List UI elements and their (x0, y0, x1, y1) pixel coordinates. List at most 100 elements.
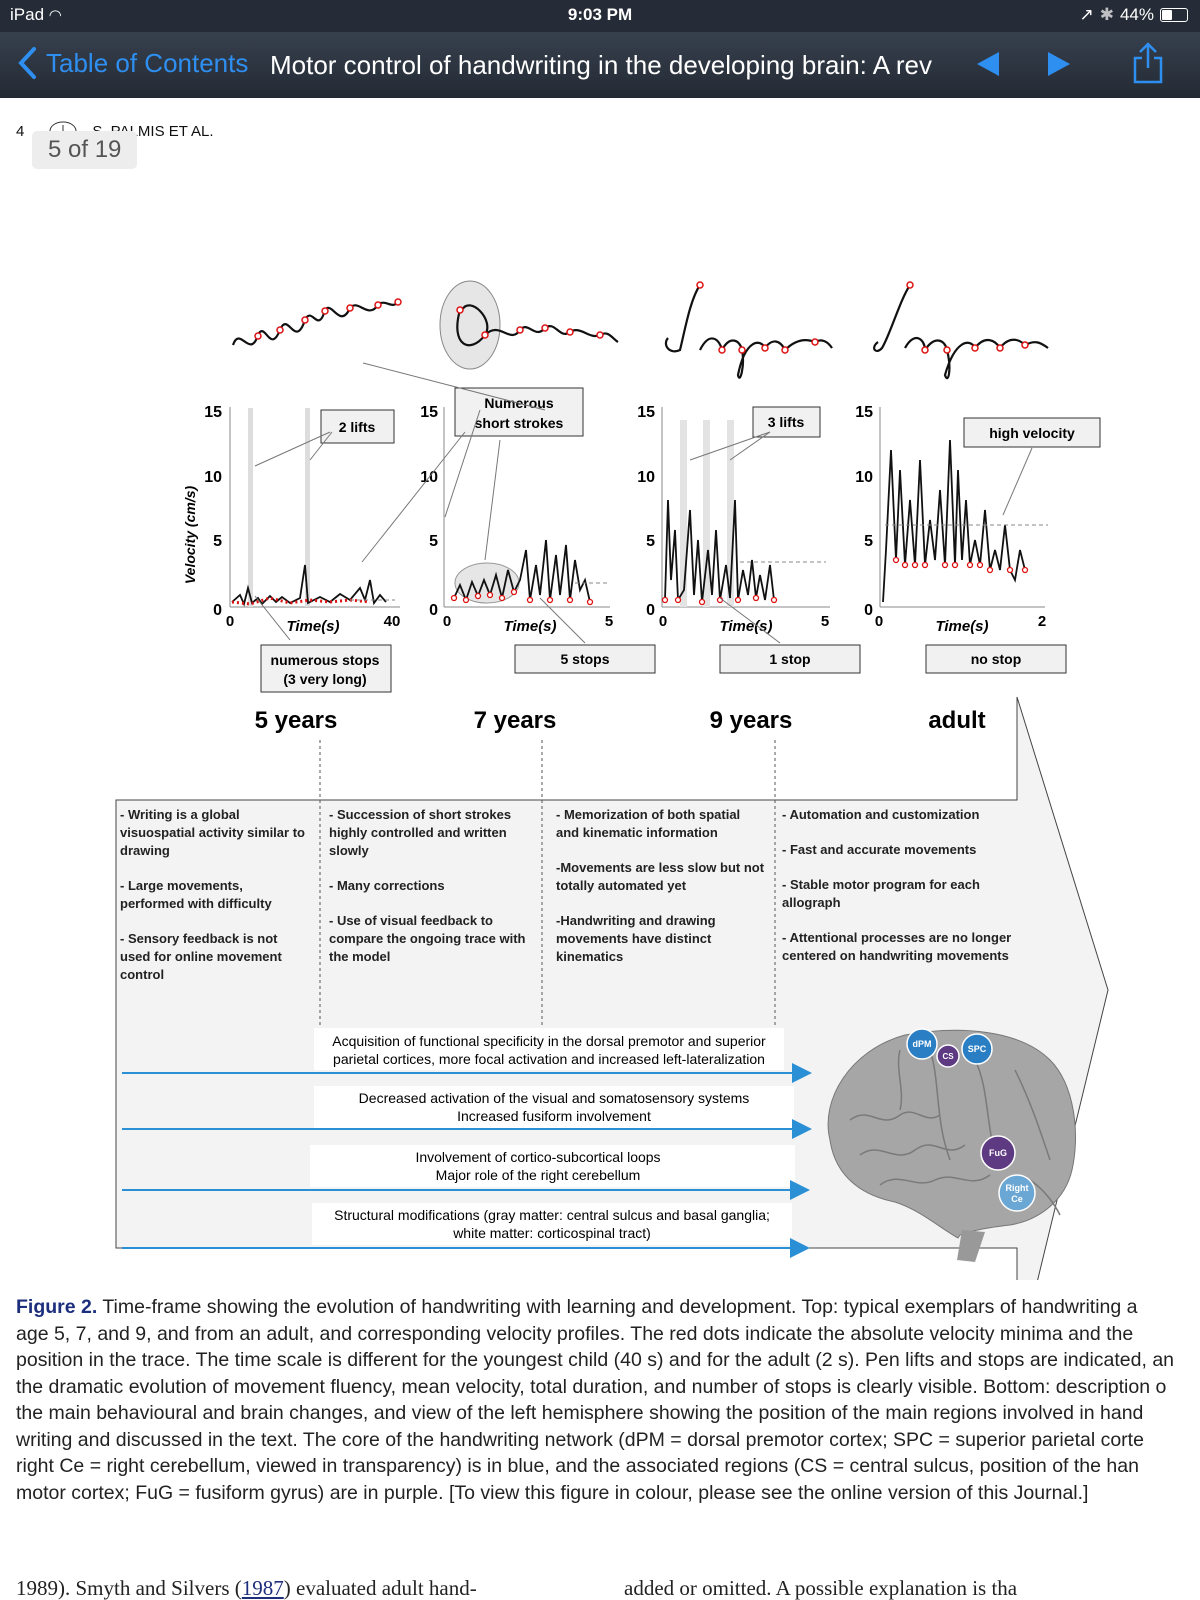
caption-line: the dramatic evolution of movement fluen… (16, 1375, 1167, 1398)
x-axis-label: Time(s) (935, 618, 988, 635)
caption-label: Figure 2. (16, 1296, 98, 1318)
svg-text:Major role of the right cerebe: Major role of the right cerebellum (436, 1167, 641, 1183)
brain-change-arrow-2: Decreased activation of the visual and s… (122, 1086, 812, 1139)
y-tick-0: 0 (213, 602, 222, 619)
svg-text:-Handwriting and drawing: -Handwriting and drawing (556, 913, 716, 928)
stops-note-line1: numerous stops (271, 652, 380, 668)
x-tick-0: 0 (443, 613, 451, 630)
description-col-3: - Memorization of both spatial and kinem… (556, 807, 765, 964)
svg-text:- Succession of short strokes: - Succession of short strokes (329, 807, 511, 822)
svg-text:slowly: slowly (329, 843, 370, 858)
description-col-2: - Succession of short strokes highly con… (329, 807, 526, 964)
previous-page-icon[interactable] (975, 50, 1001, 78)
y-tick-max: 15 (420, 404, 438, 421)
device-name: iPad (10, 5, 45, 24)
next-page-icon[interactable] (1046, 50, 1072, 78)
cs-region-marker (936, 1044, 960, 1068)
svg-text:- Sensory feedback is not: - Sensory feedback is not (120, 931, 278, 946)
stops-note: 1 stop (769, 651, 810, 667)
caption-line: the main behavioural and brain changes, … (16, 1402, 1144, 1424)
battery-icon (1160, 8, 1188, 22)
velocity-panel-5y: 15 10 5 0 0 40 Time(s) 2 lifts numerous … (204, 404, 401, 693)
svg-text:used for online movement: used for online movement (120, 949, 282, 964)
y-tick-10: 10 (855, 469, 873, 486)
document-page[interactable]: 4 S. PALMIS ET AL. 5 of 19 Velocit (0, 98, 1200, 1600)
svg-text:Structural modifications (gray: Structural modifications (gray matter: c… (334, 1207, 770, 1223)
y-tick-5: 5 (864, 533, 873, 550)
svg-text:performed with difficulty: performed with difficulty (120, 896, 272, 911)
svg-text:- Fast and accurate movements: - Fast and accurate movements (782, 842, 976, 857)
page-number: 4 (16, 122, 25, 140)
svg-text:Decreased activation of the vi: Decreased activation of the visual and s… (359, 1090, 750, 1106)
x-tick-0: 0 (659, 613, 667, 630)
caption-line: position in the trace. The time scale is… (16, 1349, 1175, 1371)
svg-text:- Stable motor program for eac: - Stable motor program for each (782, 877, 980, 892)
connector-lines (254, 362, 1033, 644)
svg-text:kinematics: kinematics (556, 949, 623, 964)
x-tick-0: 0 (226, 613, 234, 630)
x-tick-0: 0 (875, 613, 883, 630)
lifts-note: 3 lifts (768, 414, 805, 430)
svg-text:- Writing is a global: - Writing is a global (120, 807, 240, 822)
svg-text:Acquisition of functional spec: Acquisition of functional specificity in… (332, 1033, 766, 1049)
citation-link[interactable]: 1987 (241, 1576, 284, 1600)
x-axis-label: Time(s) (719, 618, 772, 635)
y-tick-0: 0 (864, 602, 873, 619)
brain-change-arrow-3: Involvement of cortico-subcortical loops… (122, 1145, 810, 1200)
cs-label: CS (942, 1052, 954, 1061)
svg-text:visuospatial activity similar: visuospatial activity similar to (120, 825, 305, 840)
stops-note-line2: (3 very long) (283, 671, 366, 687)
description-col-1: - Writing is a global visuospatial activ… (120, 807, 305, 982)
svg-text:movements have distinct: movements have distinct (556, 931, 712, 946)
device-label: iPad ◠ (10, 5, 62, 25)
right-cerebellum-marker (998, 1174, 1036, 1212)
spc-region-marker (961, 1033, 993, 1065)
back-button[interactable]: Table of Contents (16, 46, 248, 80)
x-tick-end: 40 (384, 613, 401, 630)
svg-text:- Use of visual feedback to: - Use of visual feedback to (329, 913, 493, 928)
bluetooth-icon: ✱ (1099, 5, 1114, 24)
svg-text:highly controlled and written: highly controlled and written (329, 825, 507, 840)
clock: 9:03 PM (567, 5, 633, 24)
age-label-9: 9 years (710, 707, 793, 734)
y-tick-0: 0 (429, 602, 438, 619)
svg-text:- Large movements,: - Large movements, (120, 878, 243, 893)
x-tick-end: 5 (821, 613, 829, 630)
y-tick-5: 5 (429, 533, 438, 550)
stops-note: no stop (971, 651, 1022, 667)
handwriting-sample-adult (873, 284, 1049, 380)
y-tick-10: 10 (204, 469, 222, 486)
page-indicator: 5 of 19 (32, 131, 138, 169)
y-tick-max: 15 (855, 404, 873, 421)
velocity-panel-adult: 15 10 5 0 0 2 Time(s) high velocity no s… (855, 404, 1101, 674)
caption-line: age 5, 7, and 9, and from an adult, and … (16, 1322, 1134, 1345)
svg-text:allograph: allograph (782, 895, 841, 910)
body-text-right: added or omitted. A possible explanation… (624, 1576, 1018, 1600)
chevron-left-icon (18, 47, 36, 79)
column-separators (319, 740, 776, 1028)
svg-text:parietal cortices, more focal: parietal cortices, more focal activation… (333, 1051, 765, 1067)
svg-text:white matter: corticospinal tr: white matter: corticospinal tract) (452, 1225, 651, 1241)
status-right: ↗ ✱ 44% (1079, 5, 1188, 25)
battery-percent: 44% (1119, 5, 1154, 24)
share-icon[interactable] (1132, 42, 1164, 84)
age-label-adult: adult (928, 707, 985, 734)
status-bar: iPad ◠ 9:03 PM ↗ ✱ 44% (0, 0, 1200, 32)
svg-text:control: control (120, 967, 164, 982)
handwriting-samples (231, 280, 1049, 380)
velocity-note: high velocity (989, 425, 1075, 441)
location-icon: ↗ (1079, 5, 1094, 24)
y-tick-10: 10 (637, 469, 655, 486)
handwriting-sample-9y (664, 284, 833, 379)
velocity-panel-7y: 15 10 5 0 0 5 Time(s) Numerous short str… (420, 387, 656, 674)
age-label-5: 5 years (255, 707, 338, 734)
svg-text:the model: the model (329, 949, 390, 964)
caption-line: right Ce = right cerebellum, viewed in t… (16, 1455, 1139, 1477)
body-text-left: 1989). Smyth and Silvers (1987) evaluate… (16, 1576, 477, 1600)
svg-text:- Automation and customization: - Automation and customization (782, 807, 979, 822)
brain-change-arrow-4: Structural modifications (gray matter: c… (122, 1203, 810, 1258)
svg-text:and kinematic information: and kinematic information (556, 825, 718, 840)
caption-line: writing and discussed in the text. The c… (16, 1428, 1144, 1451)
description-col-4: - Automation and customization - Fast an… (782, 807, 1011, 963)
right-ce-label-2: Ce (1011, 1194, 1023, 1204)
